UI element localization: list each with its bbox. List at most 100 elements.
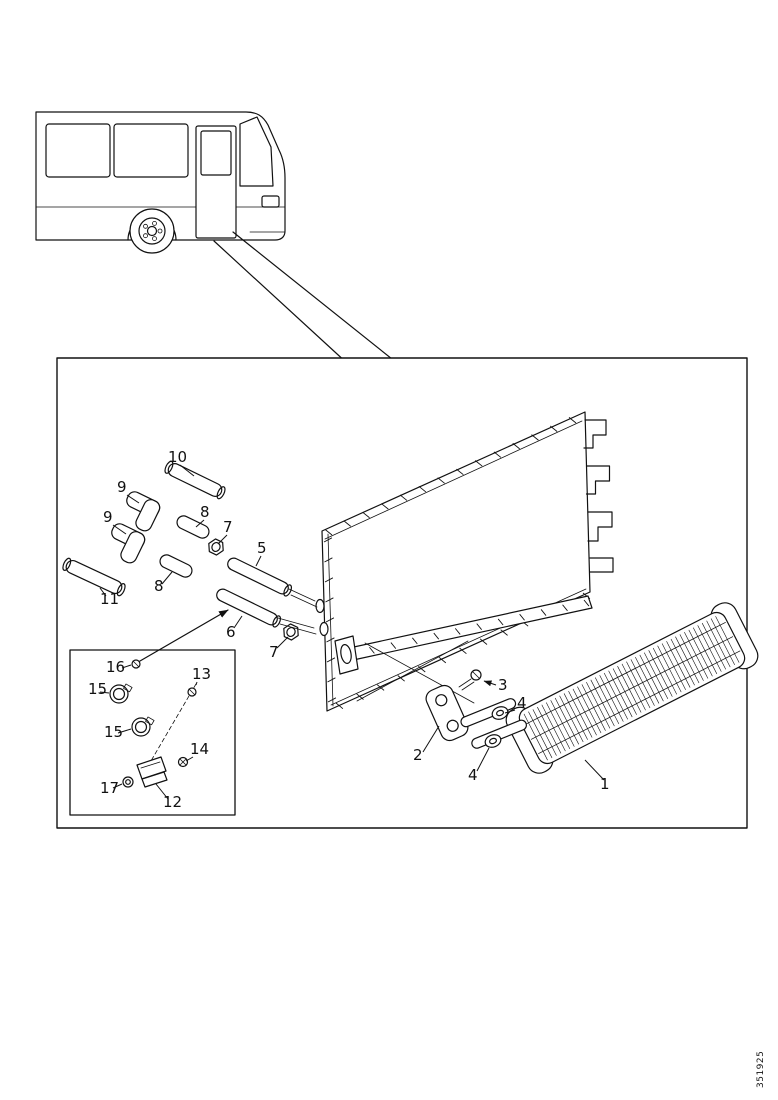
hatch-tick xyxy=(438,656,447,664)
hatch-tick xyxy=(326,657,336,663)
hose-10 xyxy=(164,460,226,500)
callout-7: 7 xyxy=(223,518,233,536)
bus-body-outline xyxy=(35,111,286,241)
callout-15: 15 xyxy=(88,680,107,698)
callout-15: 15 xyxy=(104,723,123,741)
bus-windshield xyxy=(239,116,274,187)
callout-leader xyxy=(195,519,205,528)
callout-leader xyxy=(155,783,169,800)
hatch-tick xyxy=(433,632,440,640)
bracket-end-plate xyxy=(334,635,359,675)
hatch-tick xyxy=(397,675,405,682)
callout-14: 14 xyxy=(190,740,209,758)
hatch-tick xyxy=(381,503,389,510)
hatch-tick xyxy=(324,577,334,583)
callout-4: 4 xyxy=(468,766,478,784)
wheel-lug xyxy=(143,233,148,239)
bulkhead-panel xyxy=(315,411,614,712)
inset-detail-box xyxy=(69,609,236,816)
hatch-tick xyxy=(323,537,333,543)
callout-17: 17 xyxy=(100,779,119,797)
clamp-15a xyxy=(109,683,133,704)
hatch-tick xyxy=(324,529,333,536)
callout-4: 4 xyxy=(517,694,527,712)
panel-hatch-top xyxy=(324,417,577,536)
hatch-tick xyxy=(456,468,464,476)
callout-leader xyxy=(233,615,243,629)
nut-17 xyxy=(122,776,134,788)
hatch-tick xyxy=(412,637,418,645)
sleeve-8b xyxy=(159,554,193,578)
callout-12: 12 xyxy=(163,793,182,811)
callout-9: 9 xyxy=(117,478,127,496)
pipe-stubs xyxy=(277,588,318,635)
bus-wheel-hub xyxy=(146,225,158,237)
vehicle-illustration xyxy=(35,111,286,254)
detail-leader-lines xyxy=(213,231,398,365)
callout-leader xyxy=(161,571,173,585)
hatch-tick xyxy=(500,629,508,636)
cross-braces xyxy=(356,640,475,704)
callout-11: 11 xyxy=(100,590,119,608)
hatch-tick xyxy=(437,477,445,484)
hatch-tick xyxy=(459,647,467,655)
inset-reference-arrow xyxy=(139,609,229,662)
hatch-tick xyxy=(324,557,333,563)
hose-11 xyxy=(62,557,126,597)
callout-leader xyxy=(476,747,490,772)
bracket-slot xyxy=(340,644,352,664)
bus-window xyxy=(113,123,189,178)
bus-door xyxy=(195,125,237,239)
callout-16: 16 xyxy=(106,658,125,676)
hatch-tick xyxy=(519,613,525,621)
hatch-tick xyxy=(399,494,408,501)
hatch-tick xyxy=(474,460,483,467)
form-number: 351925 xyxy=(756,1051,766,1088)
screw-3 xyxy=(458,669,482,691)
hatch-tick xyxy=(540,609,547,616)
hatch-tick xyxy=(454,628,461,635)
callout-leader xyxy=(483,680,497,687)
hatch-tick xyxy=(497,618,504,626)
inset-border xyxy=(69,649,236,816)
hatch-tick xyxy=(325,617,335,623)
wheel-lug xyxy=(152,236,157,242)
hatch-tick xyxy=(512,442,520,450)
hatch-tick xyxy=(325,597,334,603)
panel-flange xyxy=(583,419,614,573)
screw-axis-dashed-line xyxy=(147,683,197,767)
callout-leader xyxy=(195,681,198,686)
panel-pipe-hole xyxy=(315,598,325,614)
callout-leader xyxy=(121,664,132,669)
bus-wheel xyxy=(129,208,175,254)
callout-6: 6 xyxy=(226,623,236,641)
hatch-tick xyxy=(476,623,483,631)
hatch-tick xyxy=(327,697,337,703)
callout-leader xyxy=(185,756,194,762)
bolt-16 xyxy=(131,659,141,669)
callout-3: 3 xyxy=(498,676,508,694)
callout-leader xyxy=(276,636,289,649)
wheel-lug xyxy=(152,220,157,226)
callout-leader xyxy=(217,534,228,545)
screw-13 xyxy=(187,687,197,697)
callout-9: 9 xyxy=(103,508,113,526)
hatch-tick xyxy=(493,451,502,458)
hatch-tick xyxy=(568,417,577,424)
pipe-5 xyxy=(227,557,293,597)
inlet-gasket xyxy=(425,684,469,742)
hatch-tick xyxy=(362,511,370,519)
sleeve-8a xyxy=(176,515,210,539)
bus-window xyxy=(45,123,111,178)
clamp-15b xyxy=(131,716,155,737)
heater-core xyxy=(505,602,759,774)
wheel-lug xyxy=(143,223,148,229)
hatch-tick xyxy=(479,638,488,645)
hatch-tick xyxy=(418,485,427,493)
callout-leader xyxy=(255,555,262,567)
hatch-tick xyxy=(327,677,336,683)
panel-face xyxy=(321,411,591,712)
